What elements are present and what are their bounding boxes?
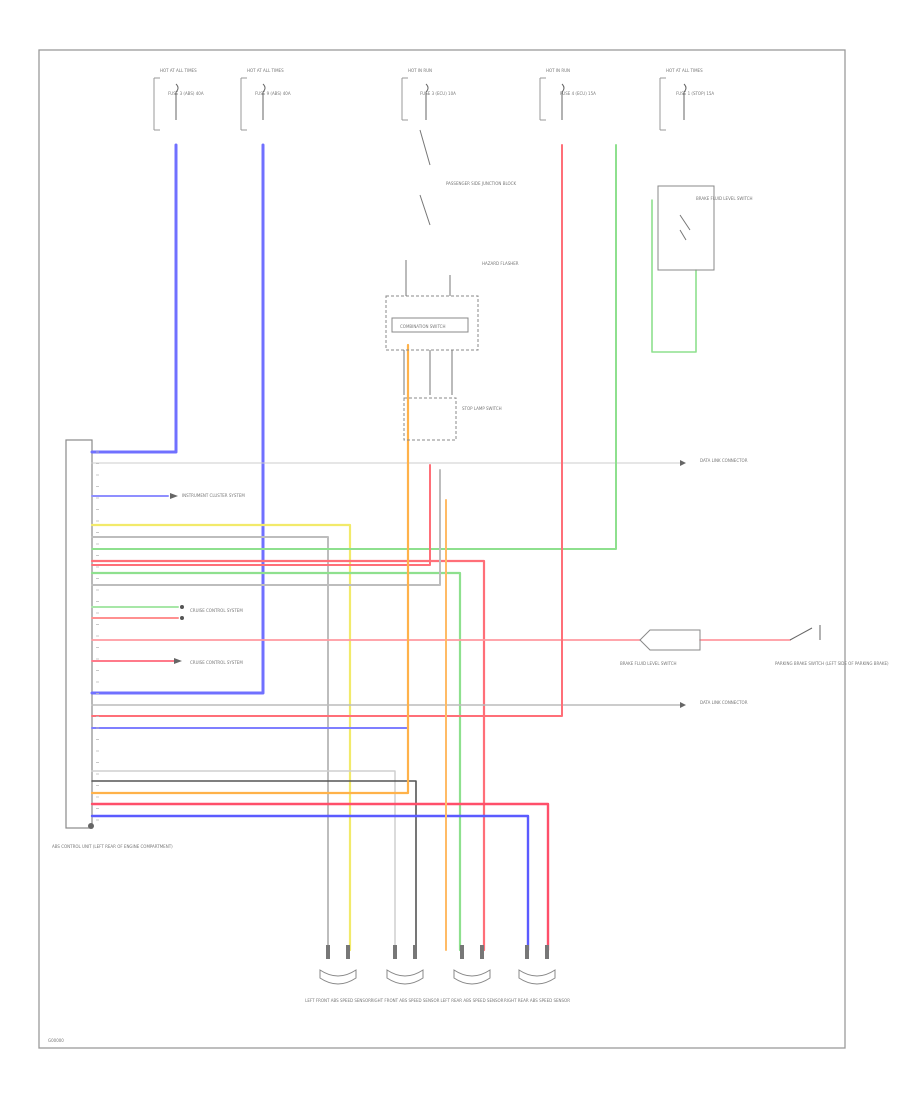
sensor-connector-pin bbox=[460, 945, 464, 959]
abs-speed-sensor bbox=[518, 969, 556, 985]
sensor-label: RIGHT FRONT ABS SPEED SENSOR bbox=[371, 998, 440, 1003]
module-pins bbox=[96, 451, 99, 821]
connector-dot bbox=[180, 605, 184, 609]
wire-harness bbox=[90, 143, 791, 952]
fuse-3-header: HOT IN RUN bbox=[408, 68, 432, 73]
wire-green-lr bbox=[90, 571, 462, 952]
connector-dot bbox=[180, 616, 184, 620]
diagram-frame bbox=[38, 49, 846, 1049]
stop-lamp-label: STOP LAMP SWITCH bbox=[462, 406, 502, 411]
fuse-1: HOT AT ALL TIMES FUSE 3 (ABS) 40A bbox=[153, 68, 204, 131]
fuse-4-header: HOT IN RUN bbox=[546, 68, 570, 73]
wire-red-lr bbox=[90, 802, 550, 952]
parking-brake-label: PARKING BRAKE SWITCH (LEFT SIDE OF PARKI… bbox=[775, 661, 889, 666]
wire-blue-fuse1 bbox=[90, 143, 178, 454]
parking-brake-switch bbox=[789, 625, 821, 641]
module-ground-dot bbox=[88, 823, 94, 829]
cruise-label-2: CRUISE CONTROL SYSTEM bbox=[190, 660, 243, 665]
fuse-5-header: HOT AT ALL TIMES bbox=[666, 68, 703, 73]
parking-brake-diode bbox=[639, 629, 701, 651]
sensor-label: LEFT FRONT ABS SPEED SENSOR bbox=[305, 998, 371, 1003]
abs-control-module bbox=[65, 439, 93, 829]
instrument-cluster-label: INSTRUMENT CLUSTER SYSTEM bbox=[182, 493, 245, 498]
fuse-1-name: FUSE 3 (ABS) 40A bbox=[168, 91, 204, 96]
connector-arrows bbox=[170, 493, 182, 664]
sensor-connector-pin bbox=[525, 945, 529, 959]
sensor-connector-pin bbox=[326, 945, 330, 959]
fuse-4-name: FUSE 4 (ECU) 15A bbox=[560, 91, 596, 96]
combination-switch-box bbox=[385, 295, 479, 351]
fuse-symbols bbox=[175, 83, 687, 120]
fuse-2-header: HOT AT ALL TIMES bbox=[247, 68, 284, 73]
data-link-label-2: DATA LINK CONNECTOR bbox=[700, 700, 748, 705]
wire-blue-fuse2 bbox=[90, 143, 265, 695]
cruise-label-1: CRUISE CONTROL SYSTEM bbox=[190, 608, 243, 613]
relay-label: BRAKE FLUID LEVEL SWITCH bbox=[696, 196, 753, 201]
abs-speed-sensor bbox=[319, 969, 357, 985]
relay-box bbox=[657, 185, 715, 271]
abs-speed-sensor bbox=[386, 969, 424, 985]
sensor-connector-pin bbox=[480, 945, 484, 959]
sensor-label: LEFT REAR ABS SPEED SENSOR bbox=[441, 998, 504, 1003]
brake-fluid-label: BRAKE FLUID LEVEL SWITCH bbox=[620, 661, 677, 666]
fuse-1-header: HOT AT ALL TIMES bbox=[160, 68, 197, 73]
sensor-label: RIGHT REAR ABS SPEED SENSOR bbox=[504, 998, 570, 1003]
sensor-connector-pin bbox=[346, 945, 350, 959]
wire-gray-lf bbox=[91, 536, 329, 951]
wire-dark-rf bbox=[91, 780, 417, 951]
hazard-label: COMBINATION SWITCH bbox=[400, 324, 445, 329]
sensor-connector-pin bbox=[393, 945, 397, 959]
wire-red-fuse3 bbox=[91, 144, 563, 717]
wire-blue-rr bbox=[90, 814, 530, 952]
wire-gray-rf bbox=[91, 770, 396, 951]
wire-orange bbox=[90, 343, 410, 795]
fuse-2: HOT AT ALL TIMES FUSE 9 (ABS) 40A bbox=[240, 68, 291, 131]
stop-lamp-switch bbox=[403, 397, 457, 441]
wire-red-rr bbox=[90, 559, 486, 952]
data-link-arrows bbox=[680, 460, 686, 708]
abs-module-label: ABS CONTROL UNIT (LEFT REAR OF ENGINE CO… bbox=[52, 844, 173, 849]
wire-green-fuse5 bbox=[651, 199, 697, 353]
footer-code: G00000 bbox=[48, 1038, 64, 1043]
hazard-box bbox=[391, 317, 469, 333]
abs-speed-sensor bbox=[453, 969, 491, 985]
data-link-label-1: DATA LINK CONNECTOR bbox=[700, 458, 748, 463]
fuse-5-name: FUSE 1 (STOP) 15A bbox=[676, 91, 714, 96]
wire-green-relay bbox=[91, 144, 617, 550]
switch-contacts bbox=[419, 129, 431, 226]
fuse-4: HOT IN RUN FUSE 4 (ECU) 15A bbox=[539, 68, 596, 121]
wire-yellow-lf bbox=[90, 523, 352, 952]
relay-box-label: HAZARD FLASHER bbox=[482, 261, 519, 266]
sensor-connector-pin bbox=[413, 945, 417, 959]
sensor-connector-pin bbox=[545, 945, 549, 959]
wire-gray-relay bbox=[91, 469, 441, 586]
junction-label: PASSENGER SIDE JUNCTION BLOCK bbox=[446, 181, 516, 186]
fuse-2-name: FUSE 9 (ABS) 40A bbox=[255, 91, 291, 96]
wire-red-combo bbox=[91, 464, 431, 566]
fuse-3: HOT IN RUN FUSE 3 (ECU) 10A bbox=[401, 68, 456, 121]
fuse-3-name: FUSE 3 (ECU) 10A bbox=[420, 91, 456, 96]
fuse-5: HOT AT ALL TIMES FUSE 1 (STOP) 15A bbox=[659, 68, 714, 131]
